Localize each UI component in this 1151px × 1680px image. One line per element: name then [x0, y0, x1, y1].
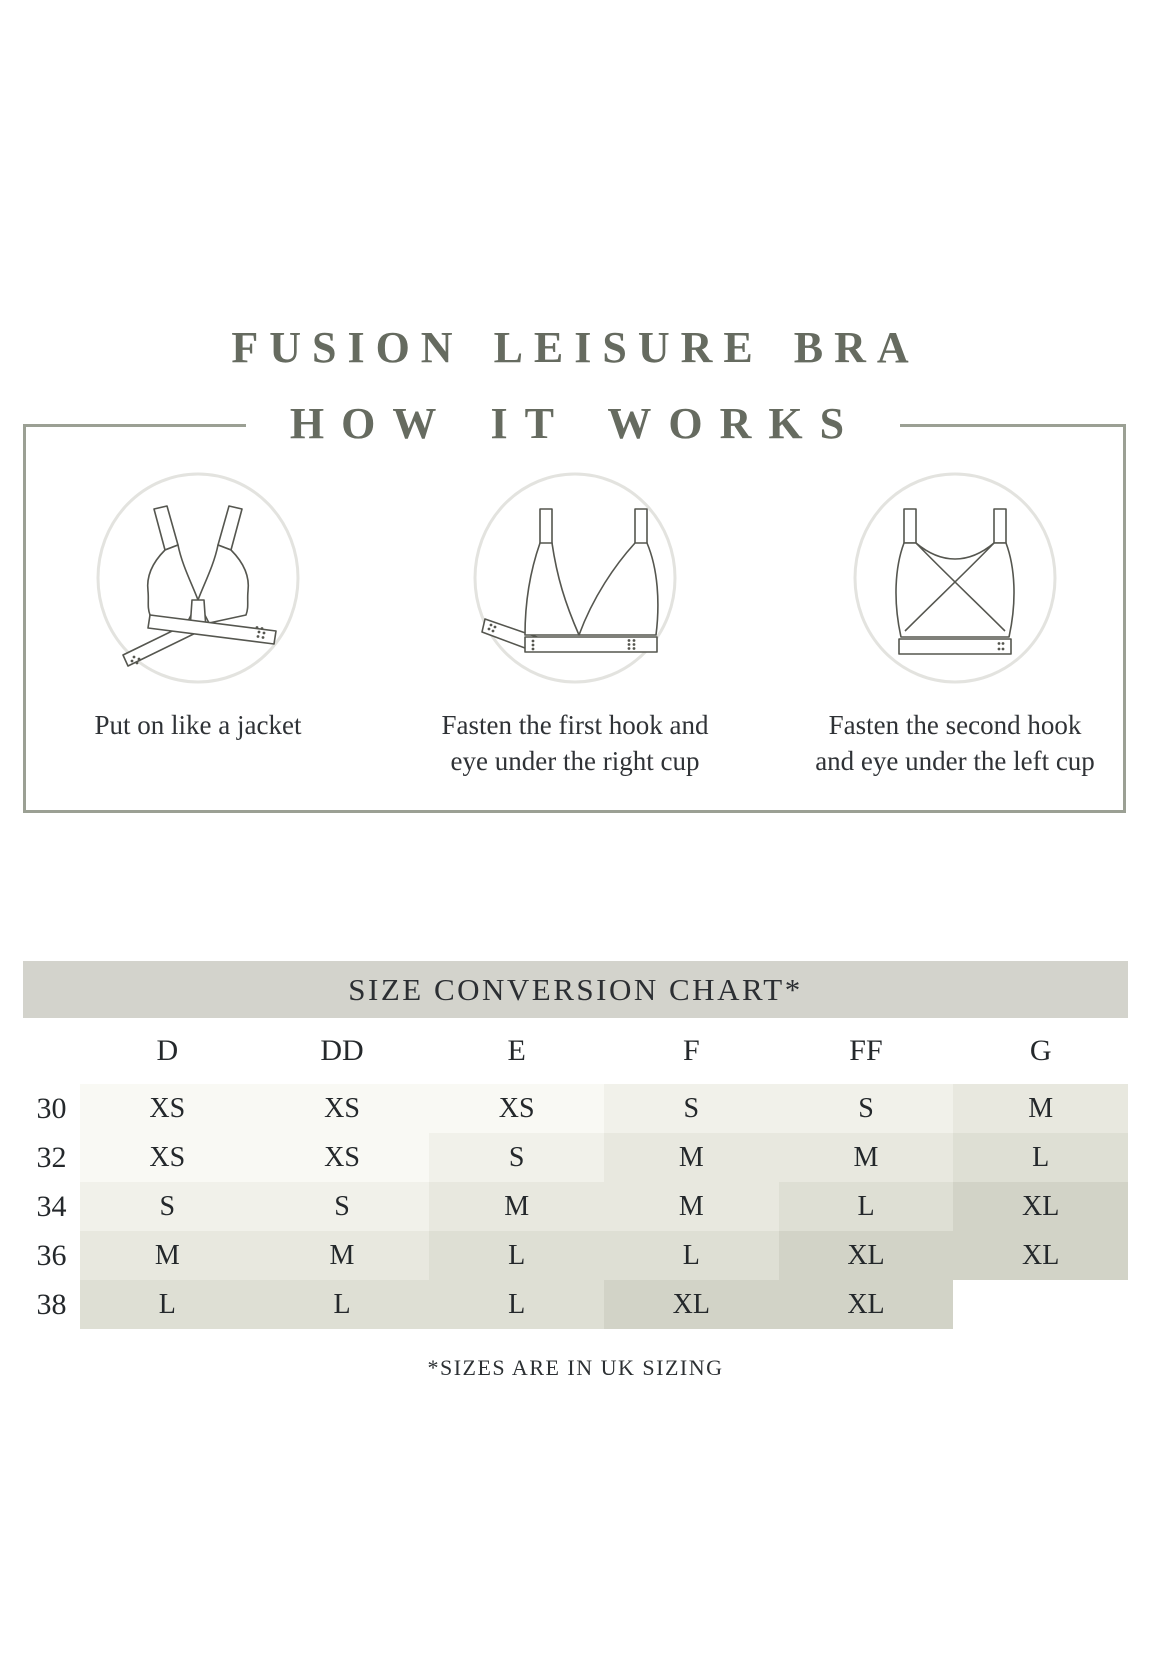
- table-cell: L: [953, 1133, 1128, 1182]
- table-cell: XL: [604, 1280, 779, 1329]
- table-cell: XS: [429, 1084, 604, 1133]
- table-cell: L: [604, 1231, 779, 1280]
- table-row-label: 30: [36, 1091, 67, 1125]
- step-fasten-second-hook: Fasten the second hook and eye under the…: [795, 469, 1115, 779]
- table-cell: S: [778, 1084, 954, 1133]
- table-cell: XL: [778, 1231, 954, 1280]
- table-header-cell: DD: [320, 1034, 364, 1067]
- table-row-label: 38: [36, 1287, 67, 1321]
- section-title: HOW IT WORKS: [289, 399, 862, 448]
- table-cell: M: [778, 1133, 954, 1182]
- table-cell: XS: [80, 1133, 255, 1182]
- table-cell: L: [429, 1231, 604, 1280]
- table-cell: M: [953, 1084, 1128, 1133]
- table-cell: M: [80, 1231, 255, 1280]
- step-fasten-first-hook: Fasten the first hook and eye under the …: [415, 469, 735, 779]
- table-cell: M: [604, 1182, 779, 1231]
- table-cell: S: [254, 1182, 430, 1231]
- table-header-cell: FF: [849, 1034, 883, 1067]
- table-row-label: 36: [36, 1238, 67, 1272]
- divider-left: [23, 424, 246, 427]
- table-cell: L: [254, 1280, 430, 1329]
- table-cell: S: [80, 1182, 255, 1231]
- table-cell: M: [429, 1182, 604, 1231]
- table-cell: XS: [254, 1084, 430, 1133]
- table-row-label: 32: [36, 1140, 67, 1174]
- bra-open-icon: [96, 472, 300, 684]
- bra-first-hook-icon: [473, 472, 677, 684]
- step-caption: Put on like a jacket: [94, 710, 302, 740]
- table-cell: [953, 1280, 1128, 1329]
- step-caption: Fasten the second hook and eye under the…: [815, 710, 1095, 776]
- table-cell: XL: [778, 1280, 954, 1329]
- step-put-on-like-jacket: Put on like a jacket: [38, 469, 358, 743]
- table-cell: L: [778, 1182, 954, 1231]
- bra-second-hook-icon: [853, 472, 1057, 684]
- table-cell: M: [254, 1231, 430, 1280]
- table-header-cell: E: [507, 1034, 526, 1067]
- table-header-cell: F: [682, 1034, 700, 1067]
- table-row-label: 34: [36, 1189, 67, 1223]
- table-cell: L: [80, 1280, 255, 1329]
- how-it-works-box: [23, 424, 1126, 813]
- chart-footnote: *SIZES ARE IN UK SIZING: [427, 1355, 724, 1380]
- table-cell: XL: [953, 1182, 1128, 1231]
- step-caption: Fasten the first hook and eye under the …: [441, 710, 709, 776]
- table-cell: XL: [953, 1231, 1128, 1280]
- table-cell: XS: [254, 1133, 430, 1182]
- product-title: FUSION LEISURE BRA: [231, 323, 920, 372]
- table-cell: L: [429, 1280, 604, 1329]
- table-cell: S: [429, 1133, 604, 1182]
- table-header-cell: D: [156, 1034, 179, 1067]
- divider-right: [900, 424, 1126, 427]
- chart-title-band: SIZE CONVERSION CHART*: [23, 961, 1128, 1018]
- table-cell: M: [604, 1133, 779, 1182]
- table-cell: XS: [80, 1084, 255, 1133]
- chart-title: SIZE CONVERSION CHART*: [348, 971, 803, 1007]
- table-cell: S: [604, 1084, 779, 1133]
- table-header-cell: G: [1029, 1034, 1052, 1067]
